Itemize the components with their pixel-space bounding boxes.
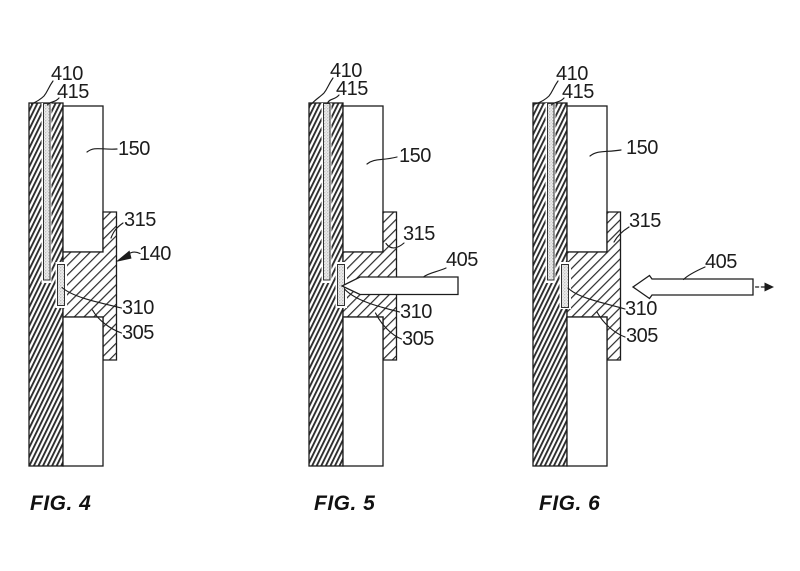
fig6-leader-405: [682, 266, 706, 281]
fig5-ref-label-415: 415: [336, 78, 368, 100]
fig6-panel-150: [566, 105, 608, 253]
fig6-ref-label-305: 305: [626, 325, 658, 347]
fig4-leader-415: [46, 97, 60, 106]
fig6-panel-bottom: [566, 316, 608, 467]
fig5-leader-415: [326, 94, 340, 104]
fig5-ref-label-410: 410: [330, 60, 362, 82]
fig4-leader-310: [61, 286, 123, 309]
fig5-caption: FIG. 5: [314, 492, 376, 515]
fig4-strip-415: [43, 103, 51, 281]
fig4-ref-label-410: 410: [51, 63, 83, 85]
fig6-ref-label-410: 410: [556, 63, 588, 85]
fig4-leader-150: [86, 148, 118, 153]
fig4-leader-410: [30, 80, 54, 105]
fig5-rod-405: [340, 276, 459, 296]
fig4-ref-label-150: 150: [118, 138, 150, 160]
fig6-strip-415: [547, 103, 555, 281]
fig4-ref-label-415: 415: [57, 81, 89, 103]
fig6-ref-label-315: 315: [629, 210, 661, 232]
fig5-leader-lines: [310, 77, 447, 340]
fig5-ref-label-150: 150: [399, 145, 431, 167]
figure-6-drawing: [532, 80, 774, 467]
fig6-leader-150: [589, 149, 622, 157]
figure-4-drawing: [28, 80, 141, 467]
fig5-leader-150: [366, 156, 398, 165]
fig6-ref-label-150: 150: [626, 137, 658, 159]
figure-5-drawing: [308, 77, 459, 467]
fig4-arrowhead-140: [115, 250, 132, 262]
fig5-leader-405: [422, 267, 447, 278]
fig4-caption: FIG. 4: [30, 492, 92, 515]
fig6-motion-arrowhead: [764, 282, 774, 292]
fig5-leader-410: [310, 77, 334, 105]
fig6-leader-305: [596, 311, 626, 338]
fig5-leader-315: [385, 242, 405, 249]
fig5-panel-150: [342, 105, 384, 253]
fig5-panel-bottom: [342, 316, 384, 467]
fig6-leader-315: [613, 226, 630, 243]
fig5-strip-415: [323, 103, 331, 281]
fig6-ref-label-415: 415: [562, 81, 594, 103]
fig5-ref-label-315: 315: [403, 223, 435, 245]
fig4-leader-lines: [30, 80, 141, 334]
fig5-ref-label-305: 305: [402, 328, 434, 350]
fig6-leader-410: [534, 80, 559, 105]
fig6-caption: FIG. 6: [539, 492, 601, 515]
fig4-panel-150: [62, 105, 104, 253]
fig4-leader-305: [91, 309, 123, 334]
fig5-ref-label-310: 310: [400, 301, 432, 323]
fig4-ref-label-305: 305: [122, 322, 154, 344]
fig6-ref-label-405: 405: [705, 251, 737, 273]
fig4-panel-bottom: [62, 316, 104, 467]
fig6-leader-415: [550, 97, 565, 106]
fig6-pin-310: [561, 264, 569, 308]
fig5-leader-310: [344, 288, 401, 313]
fig4-ref-label-310: 310: [122, 297, 154, 319]
fig4-ref-label-140: 140: [139, 243, 171, 265]
fig6-leader-lines: [534, 80, 706, 338]
fig4-leader-315: [110, 222, 124, 239]
fig5-ref-label-405: 405: [446, 249, 478, 271]
fig6-ref-label-310: 310: [625, 298, 657, 320]
fig4-pin-310: [57, 264, 65, 306]
fig5-leader-305: [374, 312, 403, 340]
fig6-rod-405: [631, 274, 754, 300]
fig6-leader-310: [567, 287, 626, 310]
fig4-ref-label-315: 315: [124, 209, 156, 231]
